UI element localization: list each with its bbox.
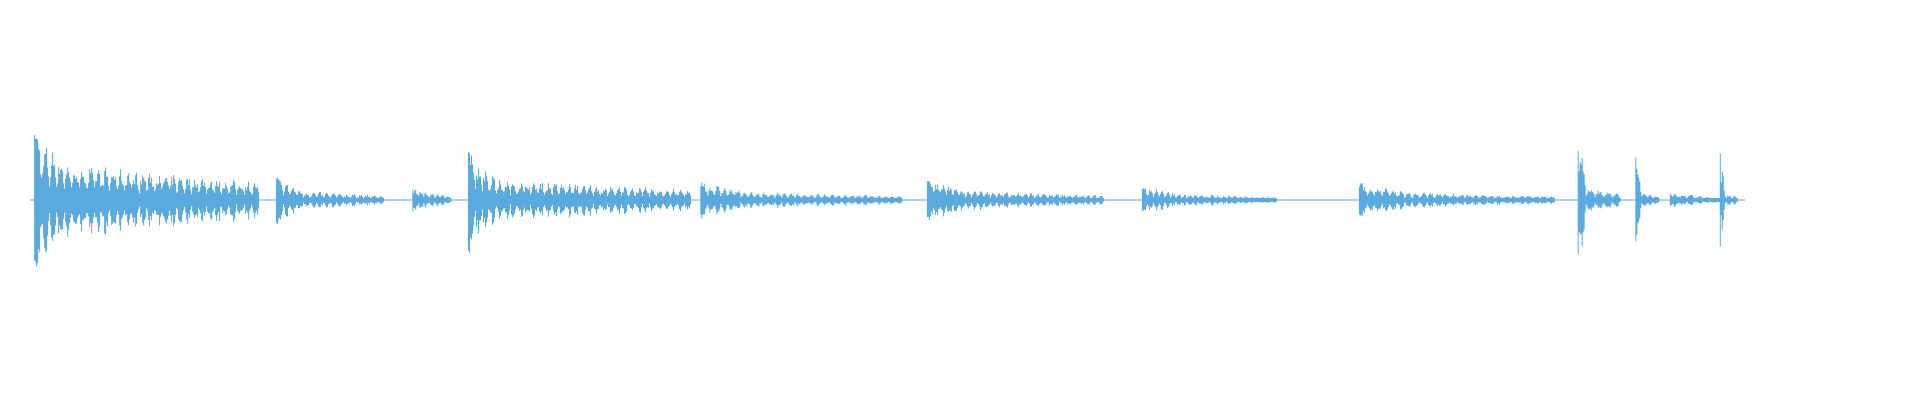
waveform-segment-path xyxy=(412,189,452,212)
waveform-segment xyxy=(276,177,384,224)
waveform-segment-path xyxy=(926,181,1104,221)
waveform-segment xyxy=(700,182,903,219)
waveform-segment xyxy=(1635,157,1660,242)
waveform-segment xyxy=(34,135,260,267)
waveform-segment xyxy=(926,181,1104,221)
waveform-segment-path xyxy=(1635,157,1660,242)
waveform-segment-path xyxy=(1141,188,1277,211)
waveform-segment xyxy=(1669,193,1720,207)
waveform-segment-path xyxy=(1669,193,1720,207)
waveform-segments xyxy=(34,135,1738,267)
waveform-segment-path xyxy=(700,182,903,219)
waveform-segment xyxy=(1719,153,1738,247)
waveform-segment-path xyxy=(1577,150,1621,255)
waveform-segment xyxy=(1358,183,1555,216)
waveform-segment xyxy=(1141,188,1277,211)
waveform-segment-path xyxy=(34,135,260,267)
waveform-segment xyxy=(1577,150,1621,255)
waveform-segment xyxy=(468,151,691,253)
waveform-segment-path xyxy=(1719,153,1738,247)
waveform-segment-path xyxy=(1358,183,1555,216)
waveform-segment-path xyxy=(468,151,691,253)
waveform-segment xyxy=(412,189,452,212)
waveform-segment-path xyxy=(276,177,384,224)
